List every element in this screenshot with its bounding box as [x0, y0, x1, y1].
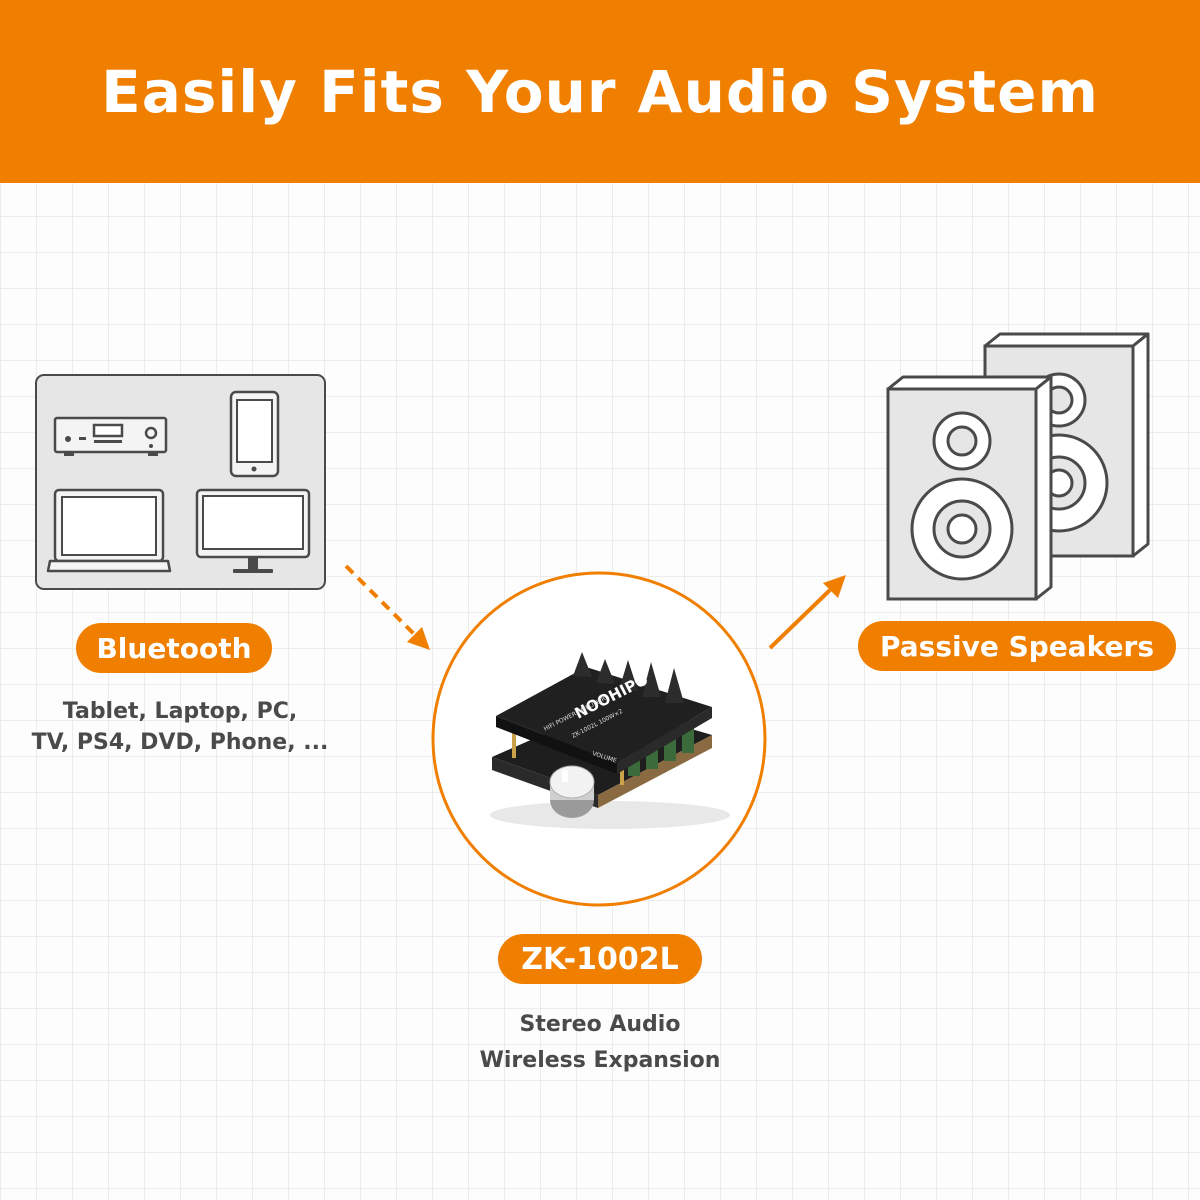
output-arrow: [768, 575, 846, 650]
amplifier-board-image: NOOHIPO HIFI POWER AMPLIFIER ZK-1002L 10…: [490, 652, 730, 829]
source-devices-panel: [35, 374, 326, 590]
product-description-line-2: Wireless Expansion: [479, 1048, 721, 1073]
source-devices-line-1: Tablet, Laptop, PC,: [62, 699, 298, 724]
bluetooth-label: Bluetooth: [76, 623, 272, 673]
laptop-icon: [46, 488, 172, 573]
product-description: Stereo Audio Wireless Expansion: [450, 1007, 750, 1079]
speakers-icon: [886, 332, 1150, 601]
volume-knob: [549, 765, 595, 818]
page-title: Easily Fits Your Audio System: [101, 57, 1099, 126]
product-circle: NOOHIPO HIFI POWER AMPLIFIER ZK-1002L 10…: [431, 571, 767, 907]
product-description-line-1: Stereo Audio: [519, 1012, 681, 1037]
passive-speakers-label: Passive Speakers: [858, 621, 1176, 671]
header-banner: Easily Fits Your Audio System: [0, 0, 1200, 183]
product-model-label: ZK-1002L: [498, 934, 702, 984]
source-device-list: Tablet, Laptop, PC, TV, PS4, DVD, Phone,…: [20, 696, 340, 758]
input-arrow-dashed: [344, 564, 430, 650]
stereo-receiver-icon: [53, 416, 168, 456]
phone-icon: [229, 390, 280, 478]
source-devices-line-2: TV, PS4, DVD, Phone, ...: [31, 730, 329, 755]
monitor-icon: [195, 488, 311, 573]
